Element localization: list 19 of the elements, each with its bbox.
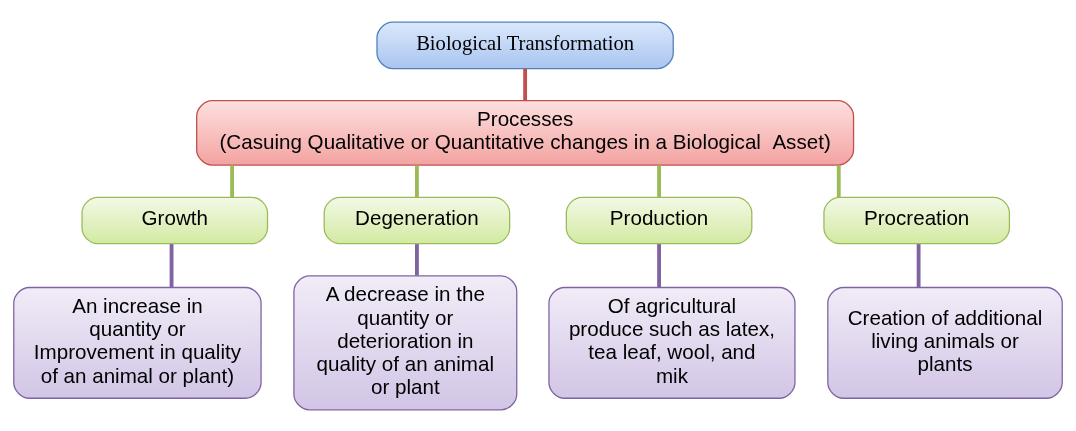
connector <box>415 243 419 276</box>
node-box: Procreation <box>823 196 1011 244</box>
node-box: A decrease in the quantity or deterioration in quality of an animal or plant <box>293 274 518 410</box>
connector <box>415 165 419 197</box>
connector <box>657 243 661 287</box>
connector <box>916 243 921 287</box>
connector <box>657 165 661 197</box>
node-box: Degeneration <box>323 196 511 244</box>
node-box: Production <box>565 196 753 244</box>
connector <box>836 165 841 197</box>
connector <box>523 68 528 100</box>
node-box: An increase in quantity or Improvement in quality of an animal or plant) <box>13 286 262 399</box>
node-box: Processes (Casuing Qualitative or Quantitative changes in a Biological Asset) <box>196 99 855 166</box>
node-box: Biological Transformation <box>376 21 674 69</box>
connector <box>230 165 234 197</box>
node-box: Of agricultural produce such as latex, tea leaf, wool, and mik <box>548 286 796 399</box>
node-box: Growth <box>81 196 269 244</box>
node-box: Creation of additional living animals or plants <box>827 286 1063 399</box>
connector <box>169 243 174 287</box>
